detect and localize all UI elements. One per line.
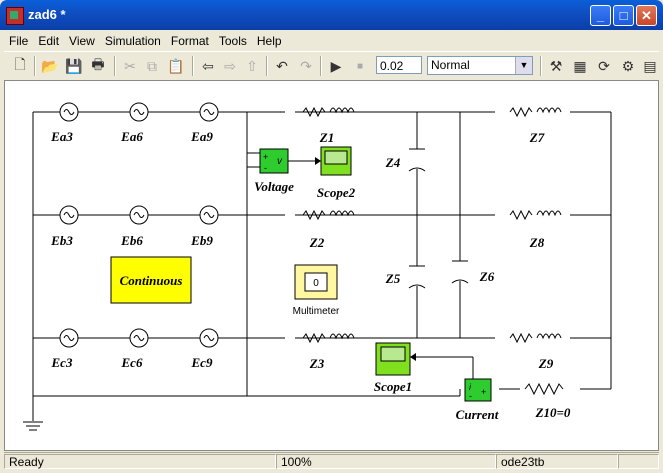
label-z2: Z2 [309, 235, 325, 250]
label-multimeter: Multimeter [293, 306, 340, 317]
up-arrow-icon[interactable]: ⇧ [246, 57, 258, 74]
continuous-label: Continuous [120, 273, 183, 288]
label-ea6: Ea6 [120, 129, 143, 144]
menu-tools[interactable]: Tools [218, 34, 247, 48]
label-ec9: Ec9 [191, 355, 213, 370]
label-z6: Z6 [479, 269, 495, 284]
undo-icon[interactable]: ↶ [276, 57, 288, 74]
label-eb9: Eb9 [190, 233, 213, 248]
label-current: Current [456, 407, 499, 422]
start-simulation-icon[interactable]: ▶ [330, 57, 342, 74]
voltage-measurement-block[interactable] [259, 148, 289, 174]
build-icon[interactable]: ⚒ [549, 57, 563, 74]
cut-icon[interactable]: ✂ [124, 57, 136, 74]
zoom-level: 100% [276, 454, 496, 469]
print-icon[interactable]: 🖶 [91, 56, 105, 72]
label-z4: Z4 [385, 155, 401, 170]
menu-format[interactable]: Format [170, 34, 209, 48]
menu-help[interactable]: Help [256, 34, 282, 48]
label-scope1: Scope1 [374, 379, 412, 394]
simulink-app-icon[interactable] [6, 7, 24, 25]
label-z5: Z5 [385, 271, 401, 286]
voltage-plus: + [263, 152, 268, 162]
label-ea3: Ea3 [50, 129, 73, 144]
label-z9: Z9 [538, 356, 554, 371]
chevron-down-icon[interactable]: ▼ [515, 57, 532, 74]
redo-icon[interactable]: ↷ [300, 57, 312, 74]
label-z10: Z10=0 [535, 405, 571, 420]
continuous-powergui-block[interactable] [110, 256, 192, 304]
multimeter-display: 0 [313, 278, 319, 289]
stop-time-input[interactable]: 0.02 [376, 56, 422, 74]
label-z1: Z1 [319, 130, 334, 145]
solver-name: ode23tb [496, 454, 618, 469]
update-diagram-icon[interactable]: ⟳ [598, 57, 610, 74]
menu-file[interactable]: File [9, 34, 29, 48]
library-browser-icon[interactable]: ▦ [573, 57, 587, 74]
current-minus: - [469, 391, 472, 401]
current-plus: + [481, 387, 486, 397]
status-bar: Ready 100% ode23tb [4, 452, 659, 471]
title-bar[interactable]: zad6 * _ □ ✕ [0, 0, 663, 30]
simulation-mode-value: Normal [431, 58, 470, 72]
menu-bar: File Edit View Simulation Format Tools Help [4, 30, 659, 50]
stop-simulation-icon[interactable]: ■ [356, 60, 364, 72]
model-canvas[interactable]: + - v i + - Continuous 0 Ea3 Ea6 Ea9 Eb3… [4, 80, 659, 451]
label-ec3: Ec3 [51, 355, 73, 370]
current-port-i: i [469, 382, 472, 392]
open-folder-icon[interactable]: 📂 [41, 57, 59, 74]
status-text: Ready [4, 454, 276, 469]
label-z3: Z3 [309, 356, 325, 371]
simulation-mode-select[interactable]: Normal ▼ [427, 56, 533, 75]
copy-icon[interactable]: ⧉ [147, 57, 157, 74]
resize-grip[interactable] [618, 454, 659, 469]
close-button[interactable]: ✕ [636, 5, 657, 26]
block-diagram[interactable]: + - v i + - Continuous 0 Ea3 Ea6 Ea9 Eb3… [5, 81, 658, 450]
debugger-icon[interactable]: ▤ [643, 57, 657, 74]
label-eb6: Eb6 [120, 233, 143, 248]
back-arrow-icon[interactable]: ⇦ [202, 57, 214, 74]
menu-view[interactable]: View [69, 34, 95, 48]
menu-edit[interactable]: Edit [38, 34, 60, 48]
label-eb3: Eb3 [50, 233, 73, 248]
label-scope2: Scope2 [317, 185, 356, 200]
toolbar: 🗋 📂 💾 🖶 ✂ ⧉ 📋 ⇦ ⇨ ⇧ ↶ ↷ ▶ ■ 0.02 Normal … [4, 51, 659, 81]
new-model-icon[interactable]: 🗋 [14, 56, 26, 72]
window-title: zad6 * [28, 7, 66, 22]
label-voltage: Voltage [254, 179, 294, 194]
voltage-minus: - [264, 163, 267, 173]
minimize-button[interactable]: _ [590, 5, 611, 26]
label-ec6: Ec6 [121, 355, 143, 370]
maximize-button[interactable]: □ [613, 5, 634, 26]
paste-icon[interactable]: 📋 [167, 57, 185, 74]
model-explorer-icon[interactable]: ⚙ [621, 57, 635, 74]
save-icon[interactable]: 💾 [65, 57, 83, 74]
label-ea9: Ea9 [190, 129, 213, 144]
voltage-port-v: v [277, 156, 283, 167]
label-z7: Z7 [529, 130, 545, 145]
menu-simulation[interactable]: Simulation [104, 34, 161, 48]
label-z8: Z8 [529, 235, 545, 250]
current-measurement-block[interactable] [464, 378, 492, 402]
forward-arrow-icon[interactable]: ⇨ [224, 57, 236, 74]
